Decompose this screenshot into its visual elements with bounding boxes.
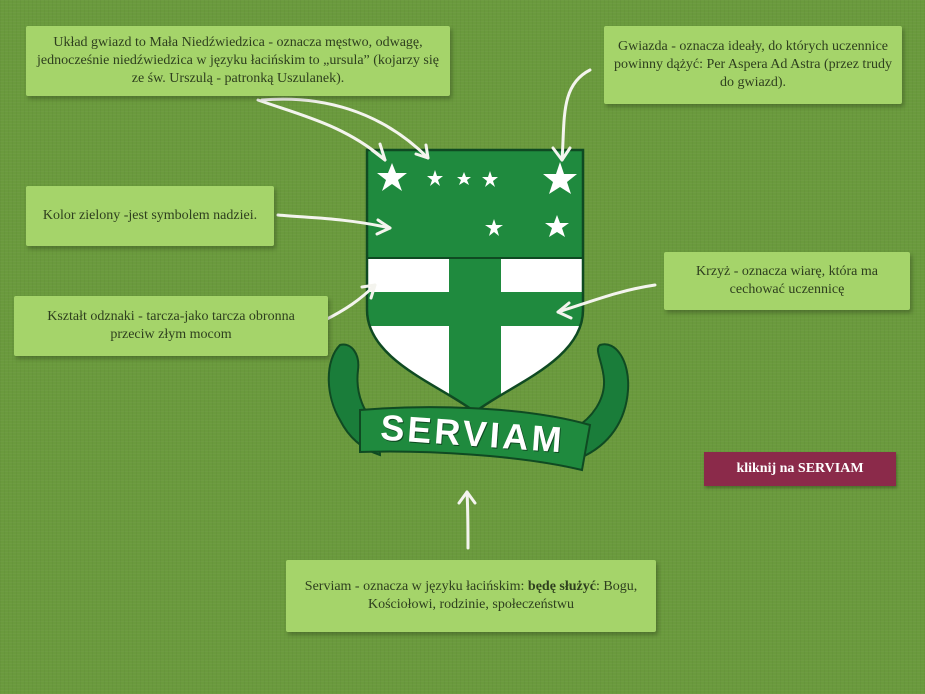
- star-icon: [377, 163, 407, 191]
- shield: [365, 148, 585, 414]
- note-text: Krzyż - oznacza wiarę, która ma cechować…: [696, 264, 878, 297]
- star-icon: [427, 170, 443, 186]
- note-cross: Krzyż - oznacza wiarę, która ma cechować…: [664, 252, 910, 310]
- serviam-suffix: : Bogu, Kościołowi, rodzinie, społeczeńs…: [367, 579, 638, 612]
- note-large-star: Gwiazda - oznacza ideały, do których ucz…: [604, 26, 902, 104]
- ribbon-band: [359, 406, 592, 472]
- note-text: Kształt odznaki - tarcza-jako tarcza obr…: [47, 309, 295, 342]
- star-icon: [545, 215, 569, 237]
- arrow-icon: [556, 283, 657, 320]
- serviam-bold: będę służyć: [527, 579, 596, 594]
- note-star-constellation: Układ gwiazd to Mała Niedźwiedzica - ozn…: [26, 26, 450, 96]
- serviam-prefix: Serviam - oznacza w języku łacińskim:: [304, 579, 528, 594]
- note-text: Kolor zielony -jest symbolem nadziei.: [42, 208, 258, 223]
- star-constellation: [377, 162, 577, 237]
- note-text: Gwiazda - oznacza ideały, do których ucz…: [614, 39, 892, 90]
- arrow-icon: [256, 98, 387, 162]
- arrow-icon: [323, 283, 377, 322]
- click-serviam-label: kliknij na SERVIAM: [736, 461, 864, 476]
- arrow-icon: [260, 97, 430, 160]
- arrow-icon: [457, 490, 477, 550]
- star-icon: [485, 219, 503, 236]
- note-serviam-meaning: Serviam - oznacza w języku łacińskim: bę…: [286, 560, 656, 632]
- star-icon: [457, 172, 471, 185]
- arrow-icon: [276, 213, 392, 236]
- arrow-icon: [551, 68, 592, 162]
- note-shield-shape: Kształt odznaki - tarcza-jako tarcza obr…: [14, 296, 328, 356]
- note-text: Układ gwiazd to Mała Niedźwiedzica - ozn…: [37, 35, 439, 86]
- star-icon: [482, 171, 498, 187]
- star-icon: [543, 162, 577, 194]
- note-green-color: Kolor zielony -jest symbolem nadziei.: [26, 186, 274, 246]
- click-serviam-button[interactable]: kliknij na SERVIAM: [704, 452, 896, 486]
- pointer-arrows: [256, 68, 657, 550]
- note-text: Serviam - oznacza w języku łacińskim: bę…: [296, 578, 646, 614]
